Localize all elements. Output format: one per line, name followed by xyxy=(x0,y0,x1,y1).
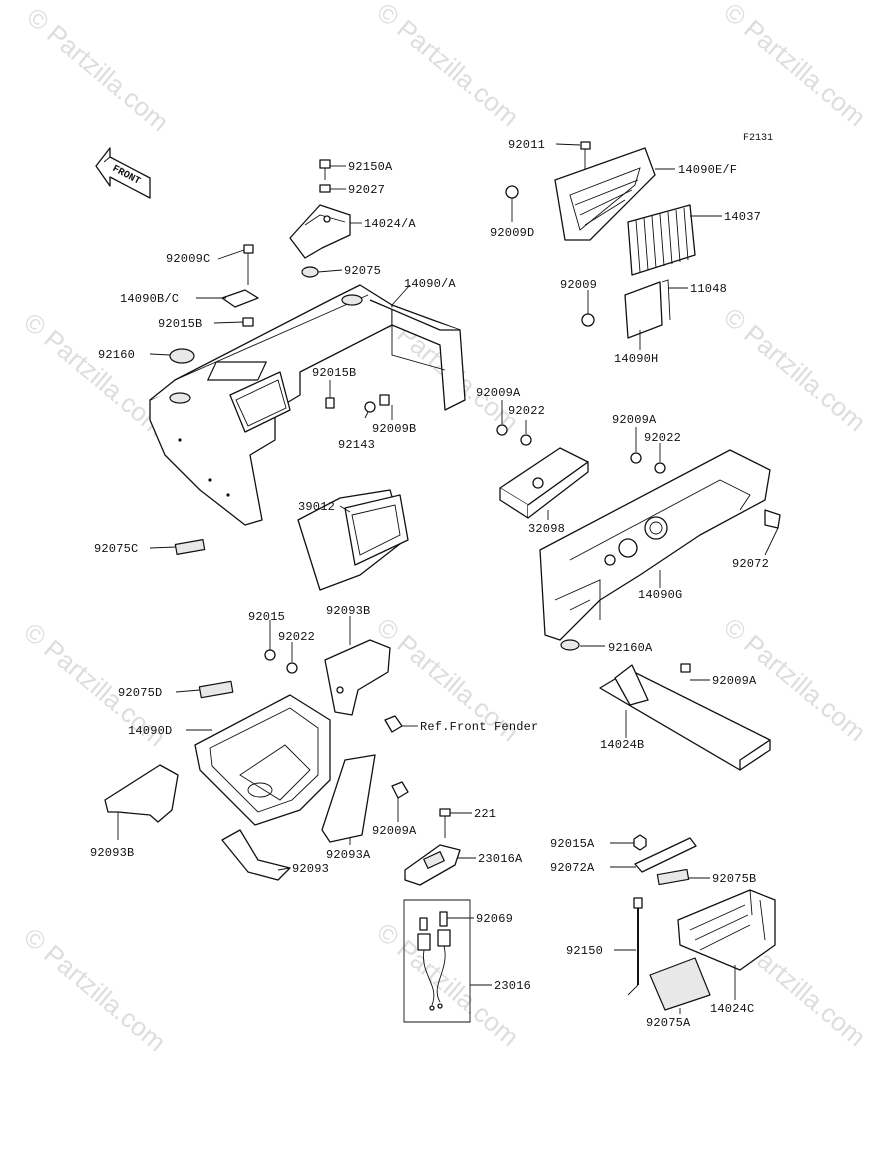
part-labels: 92150A 92027 14024/A 92075 92009C 14090B… xyxy=(90,138,769,1030)
part-label: 23016A xyxy=(478,852,523,866)
part-label: 92072A xyxy=(550,861,595,875)
part-label: 92027 xyxy=(348,183,385,197)
part-label: 92009C xyxy=(166,252,210,266)
part-label: 92075C xyxy=(94,542,138,556)
part-label: 92009A xyxy=(372,824,417,838)
part-label: 14024/A xyxy=(364,217,416,231)
part-label: 92009A xyxy=(612,413,657,427)
wiring-23016 xyxy=(403,899,471,1023)
part-label: 14090B/C xyxy=(120,292,179,306)
part-label: 23016 xyxy=(494,979,531,993)
part-label: 14090E/F xyxy=(678,163,737,177)
part-label: 14024C xyxy=(710,1002,754,1016)
pad-92075C xyxy=(174,539,206,555)
bracket-14024 xyxy=(289,204,351,259)
part-label: 14090D xyxy=(128,724,172,738)
part-label: 11048 xyxy=(690,282,727,296)
watermark: © Partzilla.com xyxy=(371,0,524,132)
part-label: 92075D xyxy=(118,686,162,700)
part-label: 92093B xyxy=(326,604,370,618)
part-label: 14024B xyxy=(600,738,644,752)
front-direction-arrow: FRONT xyxy=(95,147,151,199)
plate-14090H xyxy=(581,279,671,339)
leader-lines xyxy=(117,143,779,1014)
part-label: 92009A xyxy=(476,386,521,400)
part-label: 92160A xyxy=(608,641,653,655)
part-label: 92069 xyxy=(476,912,513,926)
bracket-92093A xyxy=(321,754,376,843)
bolt-92009A xyxy=(391,781,409,799)
part-label: 14090G xyxy=(638,588,682,602)
part-label: 92075 xyxy=(344,264,381,278)
part-label: 92150A xyxy=(348,160,393,174)
watermark: © Partzilla.com xyxy=(718,302,871,438)
part-label: 92093B xyxy=(90,846,134,860)
bracket-92093B-lower xyxy=(104,764,179,823)
watermark: © Partzilla.com xyxy=(718,0,871,132)
part-label: Ref.Front Fender xyxy=(420,720,538,734)
part-label: 39012 xyxy=(298,500,335,514)
grille-14037 xyxy=(627,204,696,276)
watermark: © Partzilla.com xyxy=(18,307,171,443)
figure-code: F2131 xyxy=(743,133,773,144)
part-label: 32098 xyxy=(528,522,565,536)
part-label: 92015B xyxy=(158,317,202,331)
bracket-group-14024C xyxy=(627,834,776,1011)
part-label: 92160 xyxy=(98,348,135,362)
part-label: 92150 xyxy=(566,944,603,958)
part-label: 92009 xyxy=(560,278,597,292)
bracket-92093B-upper xyxy=(264,639,403,733)
part-label: 14090H xyxy=(614,352,658,366)
part-label: 92143 xyxy=(338,438,375,452)
watermark: © Partzilla.com xyxy=(18,922,171,1058)
pad-92075D xyxy=(198,680,234,699)
panel-14090G xyxy=(539,449,781,651)
part-label: 92015B xyxy=(312,366,356,380)
part-label: 14037 xyxy=(724,210,761,224)
tray-14090D xyxy=(194,694,331,826)
part-label: 14090/A xyxy=(404,277,456,291)
part-label: 92075B xyxy=(712,872,756,886)
bracket-14024B xyxy=(599,663,771,771)
housing-32098 xyxy=(496,424,589,519)
part-label: 92009D xyxy=(490,226,534,240)
part-label: 92093 xyxy=(292,862,329,876)
front-carrier-frame xyxy=(149,284,466,526)
cover-14090E xyxy=(505,141,656,241)
watermark: © Partzilla.com xyxy=(21,2,174,138)
duct-39012 xyxy=(297,489,409,591)
fasteners-upper-left xyxy=(169,159,390,413)
part-label: 92015 xyxy=(248,610,285,624)
part-label: 92022 xyxy=(508,404,545,418)
part-label: 92072 xyxy=(732,557,769,571)
part-label: 92075A xyxy=(646,1016,691,1030)
part-label: 92093A xyxy=(326,848,371,862)
part-label: 92009A xyxy=(712,674,757,688)
part-label: 92015A xyxy=(550,837,595,851)
part-label: 92011 xyxy=(508,138,545,152)
bracket-92093 xyxy=(221,829,291,881)
part-label: 92009B xyxy=(372,422,416,436)
part-label: 221 xyxy=(474,807,496,821)
switch-23016A xyxy=(404,808,461,886)
part-label: 92022 xyxy=(278,630,315,644)
part-label: 92022 xyxy=(644,431,681,445)
